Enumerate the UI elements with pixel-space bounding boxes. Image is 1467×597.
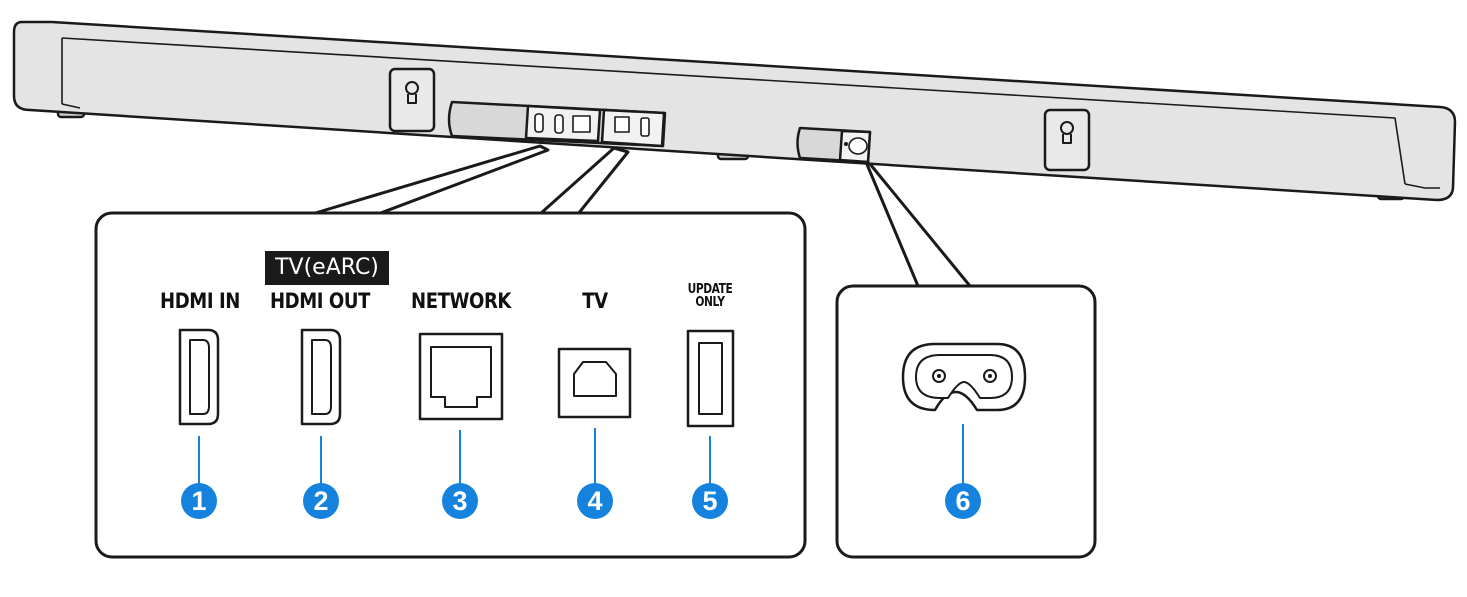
power-inlet-icon [901,342,1027,412]
callout-2: 2 [303,483,339,519]
network-label: NETWORK [411,289,511,313]
tv-earc-badge: TV(eARC) [265,251,389,285]
update-only-label-line2: ONLY [695,295,725,310]
wall-mount-right [1043,108,1091,172]
zoom-panel-power [835,284,1097,559]
optical-port-icon [557,347,632,419]
zoom-leader-left [310,144,550,216]
power-recess [796,126,872,164]
tv-optical-label: TV [582,289,608,313]
wall-mount-left [388,67,436,133]
ethernet-port-icon [418,332,504,421]
zoom-leader-power [864,160,972,288]
callout-4: 4 [577,483,613,519]
hdmi-in-label: HDMI IN [160,289,240,313]
callout-1: 1 [181,483,217,519]
callout-6: 6 [945,483,981,519]
zoom-leader-middle [538,146,630,216]
usb-port-icon [686,329,735,428]
hdmi-out-label: HDMI OUT [269,289,370,313]
update-only-label-line1: UPDATE [687,282,733,297]
callout-leaders [198,424,964,484]
soundbar-body [12,20,1457,202]
hdmi-port-icon [178,328,220,426]
callout-3: 3 [442,483,478,519]
soundbar-shell [12,20,1457,202]
back-recess-line [61,37,1406,185]
hdmi-port-icon [300,328,342,426]
callout-5: 5 [692,483,728,519]
connector-recess [447,100,667,148]
